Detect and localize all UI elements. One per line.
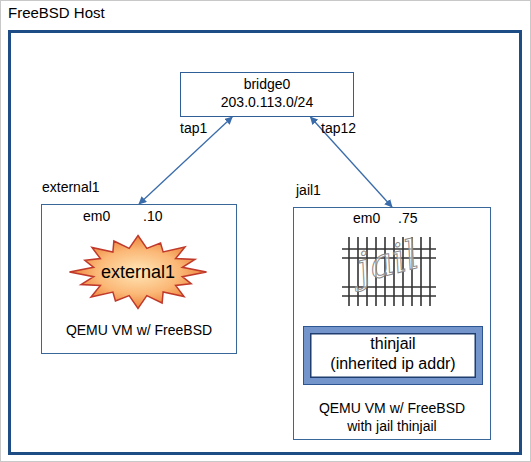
jail-note: (inherited ip addr): [304, 354, 482, 373]
bridge-name: bridge0: [180, 76, 354, 93]
vm-description: QEMU VM w/ FreeBSD: [41, 322, 237, 339]
ip-suffix: .75: [398, 210, 417, 227]
jail-box: thinjail(inherited ip addr): [304, 327, 482, 384]
vm-box: external1em0.10QEMU VM w/ FreeBSDexterna…: [41, 204, 237, 354]
vm-name: external1: [42, 179, 100, 196]
starburst-shape: external1: [68, 234, 208, 310]
link-connector: [311, 117, 393, 207]
host-title: FreeBSD Host: [8, 4, 105, 22]
bridge-box: bridge0203.0.113.0/24: [180, 72, 354, 117]
jail-name: thinjail: [304, 334, 482, 353]
starburst-label: external1: [68, 261, 208, 283]
host-box: FreeBSD Hostbridge0203.0.113.0/24externa…: [8, 30, 522, 455]
vm-description: QEMU VM w/ FreeBSD with jail thinjail: [314, 399, 470, 435]
interface-name: em0: [353, 210, 380, 227]
ip-suffix: .10: [143, 208, 162, 225]
interface-label: tap12: [321, 120, 356, 136]
vm-name: jail1: [296, 182, 321, 199]
interface-name: em0: [83, 208, 110, 225]
link-connector: [139, 117, 232, 204]
subnet-label: 203.0.113.0/24: [180, 94, 354, 111]
interface-label: tap1: [180, 120, 207, 136]
